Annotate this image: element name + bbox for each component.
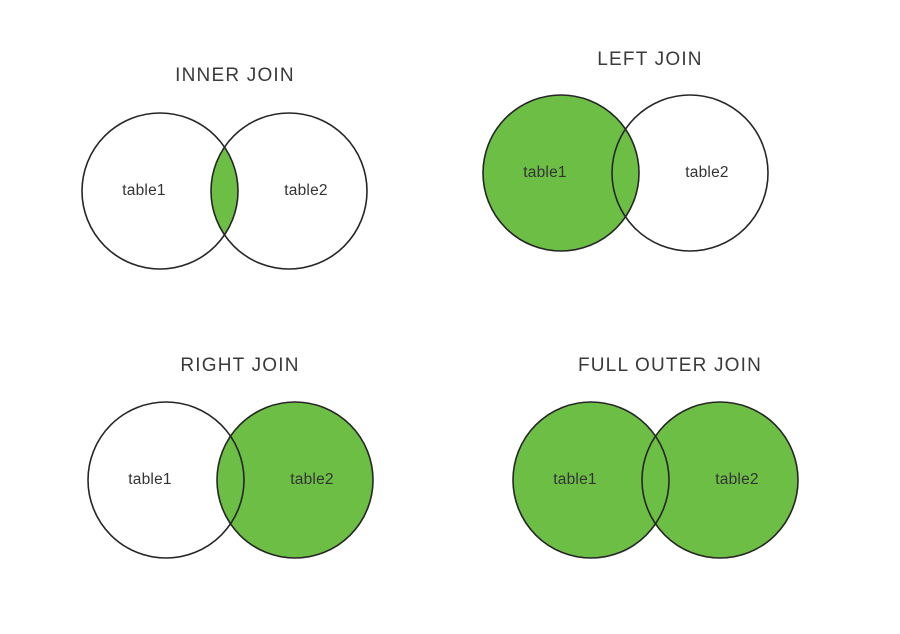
label-table1-right: table1 — [128, 471, 171, 488]
label-table1-full: table1 — [553, 471, 596, 488]
venn-full-outer-join: table1 table2 — [512, 401, 799, 559]
circle-table1-outline-inner — [81, 112, 239, 270]
circle-table2-left — [612, 95, 768, 251]
circle-table1-outline-right — [87, 401, 245, 559]
panel-right-join: RIGHT JOIN table1 table2 — [45, 348, 435, 573]
circle-table2-right — [217, 402, 373, 558]
panel-title-inner-join: INNER JOIN — [175, 65, 295, 86]
panel-title-left-join: LEFT JOIN — [597, 49, 703, 70]
label-table2-right: table2 — [290, 471, 333, 488]
circle-table1-outline-full — [512, 401, 670, 559]
circle-table2-outline-full — [641, 401, 799, 559]
label-table2-inner: table2 — [284, 182, 327, 199]
panel-title-right-join: RIGHT JOIN — [180, 355, 300, 376]
panel-left-join: LEFT JOIN table1 table2 — [450, 42, 850, 272]
panel-inner-join: INNER JOIN table1 table2 — [40, 58, 430, 288]
venn-inner-join: table1 table2 — [81, 112, 368, 270]
label-table2-full: table2 — [715, 471, 758, 488]
circle-table1-left — [483, 95, 639, 251]
circle-table2-outline-inner — [210, 112, 368, 270]
circle-table2-full — [642, 402, 798, 558]
panel-title-full-outer-join: FULL OUTER JOIN — [577, 355, 763, 376]
label-table2-left: table2 — [685, 164, 728, 181]
circle-table1-outline-left — [482, 94, 640, 252]
circle-table2-outline-right — [216, 401, 374, 559]
circle-table2-inner — [211, 113, 367, 269]
panel-full-outer-join: FULL OUTER JOIN table1 table2 — [470, 348, 870, 573]
circle-table2-outline-left — [611, 94, 769, 252]
circle-table1-inner — [82, 113, 238, 269]
circle-table1-right — [88, 402, 244, 558]
circle-table1-full — [513, 402, 669, 558]
venn-left-join: table1 table2 — [482, 94, 769, 252]
label-table1-inner: table1 — [122, 182, 165, 199]
venn-right-join: table1 table2 — [87, 401, 374, 559]
label-table1-left: table1 — [523, 164, 566, 181]
